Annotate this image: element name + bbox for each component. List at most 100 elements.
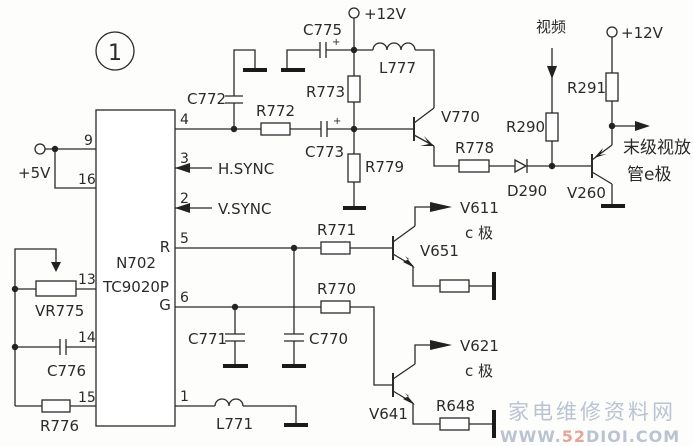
- v260-emitter-arrow-icon: [594, 148, 607, 158]
- plus5v-terminal: [34, 143, 46, 155]
- hsync-label: H.SYNC: [218, 160, 274, 178]
- ic-pin-g-label: G: [159, 296, 171, 314]
- pin-9-label: 9: [84, 133, 93, 149]
- v611-pin-label: c 极: [465, 224, 493, 242]
- r648-resistor: [439, 417, 470, 431]
- c773-label: C773: [305, 143, 344, 161]
- figure-number: 1: [108, 41, 122, 66]
- l777-inductor: [372, 42, 416, 51]
- c776-label: C776: [47, 362, 86, 380]
- v621-arrow-icon: [430, 340, 452, 350]
- v651-collector: [392, 225, 416, 243]
- r772-resistor: [260, 122, 291, 136]
- output-label-line1: 末级视放: [623, 138, 691, 158]
- c775-label: C775: [303, 21, 342, 39]
- pin-14-label: 14: [78, 330, 96, 346]
- watermark-url-prefix: WWW.: [500, 427, 562, 446]
- pin-16-label: 16: [78, 172, 96, 188]
- watermark-url: WWW.52DIOI.COM: [500, 427, 680, 446]
- wire: [415, 49, 435, 108]
- v621-pin-label: c 极: [465, 362, 493, 380]
- c773-polarity-plus: +: [333, 116, 341, 127]
- pin-13-label: 13: [78, 272, 96, 288]
- r772-label: R772: [256, 102, 295, 120]
- r770-resistor: [320, 300, 351, 314]
- r776-label: R776: [40, 417, 79, 435]
- r648-label: R648: [436, 397, 475, 415]
- wire: [414, 206, 437, 226]
- v651-emitter-resistor: [439, 279, 470, 293]
- hsync-arrow-icon: [175, 163, 190, 173]
- wire: [412, 403, 440, 425]
- l777-label: L777: [379, 59, 416, 77]
- r773-resistor: [347, 75, 361, 103]
- r770-label: R770: [317, 280, 356, 298]
- pin-1-label: 1: [180, 389, 189, 405]
- plus12v-terminal-b: [606, 26, 618, 38]
- wire: [14, 248, 57, 289]
- video-input-arrow-icon: [547, 66, 557, 79]
- watermark-title: 家电维修资料网: [508, 400, 676, 424]
- v641-label: V641: [369, 405, 408, 423]
- l771-label: L771: [216, 415, 253, 433]
- c770-label: C770: [309, 330, 348, 348]
- ic-n702-body: [95, 109, 176, 427]
- r778-label: R778: [455, 139, 494, 157]
- pin-2-label: 2: [180, 191, 189, 207]
- v260-collector: [591, 171, 613, 185]
- wire: [54, 149, 96, 189]
- vr775-label: VR775: [35, 302, 84, 320]
- pin-6-label: 6: [180, 290, 189, 306]
- pin-5-label: 5: [180, 231, 189, 247]
- r291-label: R291: [567, 79, 606, 97]
- vsync-label: V.SYNC: [218, 200, 271, 218]
- figure-number-circle: [95, 31, 135, 71]
- d290-diode-icon: [514, 158, 528, 174]
- wire: [233, 49, 256, 96]
- v641-emitter-arrow-icon: [403, 393, 415, 405]
- v641-collector: [392, 363, 416, 380]
- l771-inductor: [214, 398, 244, 407]
- v770-emitter-arrow-icon: [420, 136, 434, 146]
- plus12v-label-b: +12V: [621, 24, 664, 42]
- r778-resistor: [458, 159, 490, 173]
- d290-label: D290: [507, 182, 547, 200]
- ic-ref-label: N702: [116, 254, 156, 272]
- watermark-url-suffix: DIOI.COM: [586, 427, 680, 446]
- r776-resistor: [41, 399, 71, 413]
- vsync-arrow-icon: [175, 203, 190, 213]
- wire: [243, 405, 297, 425]
- v621-label: V621: [460, 337, 499, 355]
- output-label-line2: 管e极: [627, 165, 671, 185]
- r773-label: R773: [306, 83, 345, 101]
- wire: [414, 344, 437, 364]
- vr775-wiper-arrow-icon: [51, 262, 61, 272]
- wire: [412, 266, 440, 287]
- pin-3-label: 3: [180, 151, 189, 167]
- v651-label: V651: [420, 242, 459, 260]
- r290-label: R290: [506, 118, 545, 136]
- v651-emitter-arrow-icon: [403, 256, 415, 268]
- v260-emitter: [591, 144, 613, 161]
- r291-resistor: [605, 72, 619, 102]
- wire: [433, 146, 459, 167]
- plus12v-label-a: +12V: [364, 5, 407, 23]
- wire: [286, 49, 320, 70]
- c771-label: C771: [188, 330, 227, 348]
- v770-collector: [413, 107, 435, 124]
- vr775-potentiometer: [35, 280, 77, 297]
- wire: [350, 306, 393, 386]
- ic-pin-r-label: R: [160, 238, 170, 256]
- v611-label: V611: [460, 199, 499, 217]
- c772-label: C772: [187, 90, 226, 108]
- r771-label: R771: [317, 221, 356, 239]
- junction: [548, 162, 556, 170]
- r779-resistor: [347, 153, 361, 183]
- plus5v-label: +5V: [18, 164, 51, 182]
- v611-arrow-icon: [430, 202, 452, 212]
- r779-label: R779: [365, 158, 404, 176]
- pin-4-label: 4: [180, 112, 189, 128]
- v260-label: V260: [567, 184, 606, 202]
- pin-15-label: 15: [78, 390, 96, 406]
